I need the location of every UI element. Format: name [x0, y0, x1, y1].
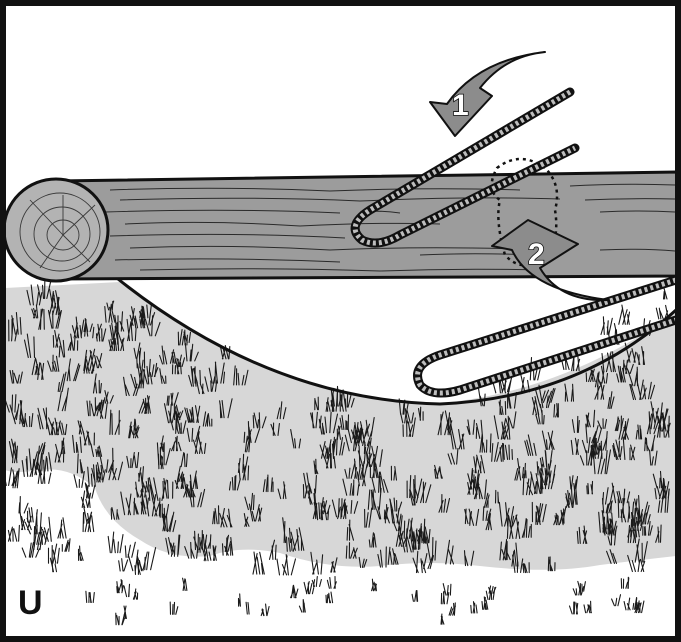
- step-1-number: 1: [452, 89, 469, 122]
- step-2-number: 2: [528, 238, 545, 271]
- grass-tuft-icon: [2, 279, 671, 626]
- curved-arrow-icon: [429, 51, 546, 137]
- log-body: [54, 170, 680, 281]
- wood-grain: [104, 183, 676, 272]
- step-1-arrow: 1: [429, 51, 546, 137]
- step-2-arrow: 2: [491, 219, 609, 302]
- chainsaw-bar-icon: [350, 87, 580, 248]
- curved-arrow-icon: [491, 219, 609, 302]
- chainsaw-bar-icon: [413, 275, 681, 398]
- ground-sag-curve: [117, 277, 678, 406]
- log-end-rings: [19, 192, 101, 272]
- figure-label: U: [18, 584, 43, 622]
